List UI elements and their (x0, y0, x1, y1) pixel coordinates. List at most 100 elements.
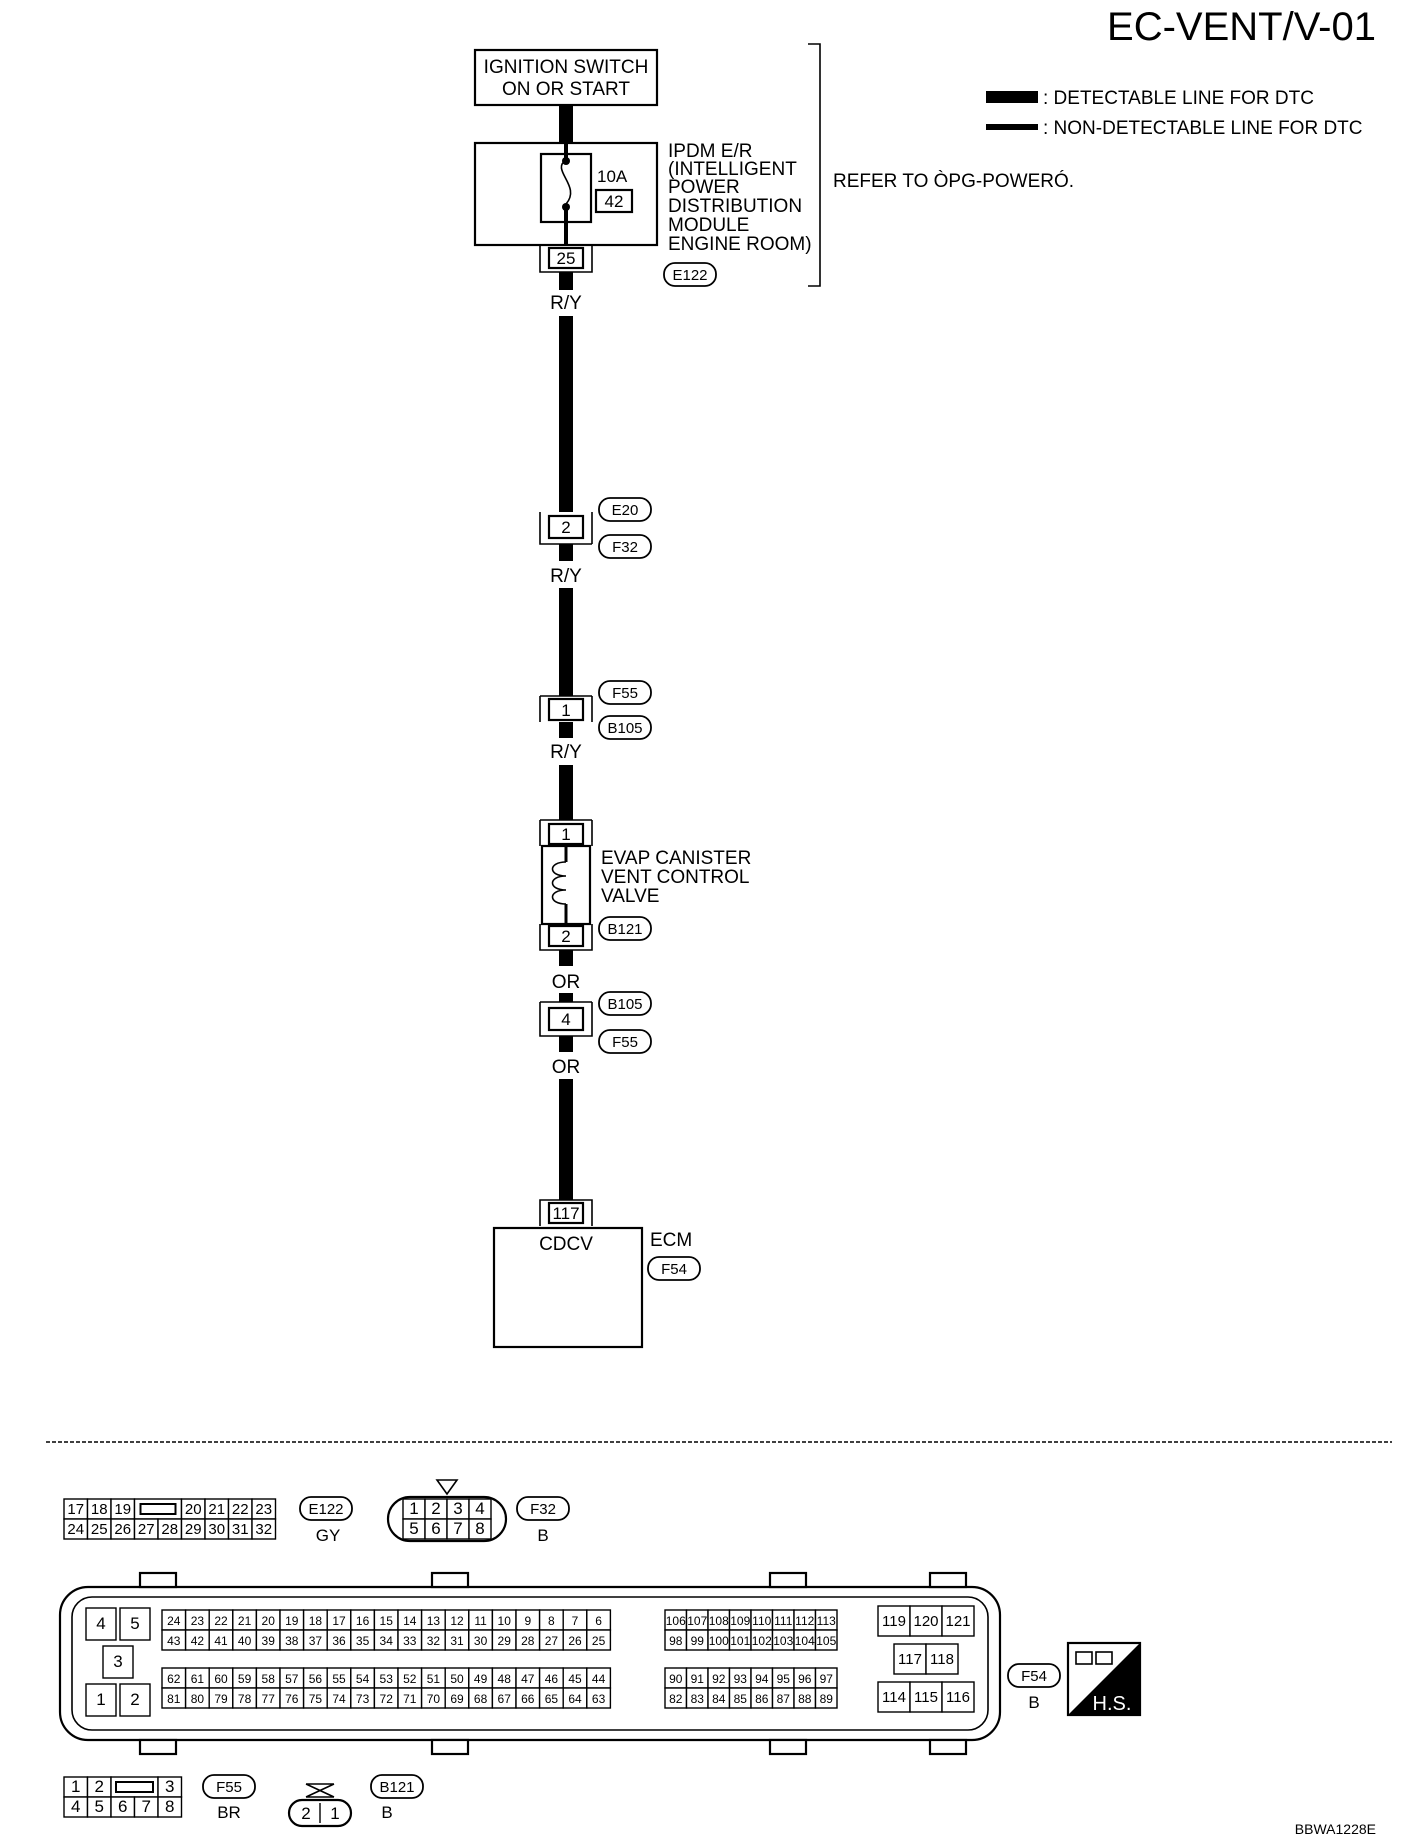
connector-pin: 42 (191, 1634, 205, 1648)
e122-id: E122 (308, 1501, 343, 1518)
junction2-pin-box (547, 697, 585, 722)
connector-pin: 46 (545, 1672, 559, 1686)
junction-f55-b105: 1 F55 B105 (539, 680, 652, 740)
connector-pin: 98 (669, 1634, 683, 1648)
f55-color: BR (217, 1803, 241, 1822)
connector-pin: 24 (167, 1614, 181, 1628)
connector-pin: 11 (474, 1614, 487, 1628)
connector-pin: 1 (96, 1690, 105, 1709)
connector-pin: 66 (521, 1692, 535, 1706)
connector-pin: 7 (453, 1519, 462, 1538)
connector-pin: 69 (450, 1692, 464, 1706)
junction3-bottom-tag (598, 1029, 652, 1054)
b121-id-tag (370, 1774, 424, 1799)
connector-pin: 92 (712, 1672, 726, 1686)
connector-pin: 56 (309, 1672, 323, 1686)
connector-pin: 82 (669, 1692, 683, 1706)
connector-pin: 114 (882, 1689, 906, 1706)
valve-connector: B121 (607, 921, 642, 938)
connector-pin: 117 (898, 1651, 922, 1668)
connector-pin: 28 (161, 1521, 178, 1538)
connector-pin: 23 (191, 1614, 205, 1628)
connector-pin: 22 (214, 1614, 228, 1628)
valve-connector-tag (598, 916, 652, 941)
connector-pin: 18 (309, 1614, 323, 1628)
connector-pin: 37 (309, 1634, 323, 1648)
valve-label-line: EVAP CANISTER (601, 848, 751, 869)
connector-pin: 108 (709, 1614, 729, 1628)
connector-pin: 97 (820, 1672, 834, 1686)
junction2-pin: 1 (561, 701, 570, 720)
connector-pin: 19 (285, 1614, 299, 1628)
connector-cell (586, 1687, 612, 1709)
connector-pin: 1 (409, 1499, 418, 1518)
refer-bracket (808, 43, 821, 287)
connector-pin: 83 (691, 1692, 705, 1706)
connector-pin: 40 (238, 1634, 252, 1648)
legend-detectable-text: : DETECTABLE LINE FOR DTC (1043, 88, 1314, 109)
connector-pin: 64 (568, 1692, 582, 1706)
legend: : DETECTABLE LINE FOR DTC : NON-DETECTAB… (986, 88, 1363, 139)
connector-pin: 15 (380, 1614, 394, 1628)
hs-badge-text: H.S. (1093, 1693, 1132, 1715)
junction3-top-tag (598, 991, 652, 1016)
connector-pin: 85 (734, 1692, 748, 1706)
junction1-top-tag (598, 497, 652, 522)
connector-blank-slot (139, 1503, 177, 1515)
junction2-bottom: B105 (607, 720, 642, 737)
connector-pin: 84 (712, 1692, 726, 1706)
connector-pin: 106 (666, 1614, 686, 1628)
junction-b105-f55: 4 B105 F55 (539, 991, 652, 1054)
connector-pin: 54 (356, 1672, 370, 1686)
connector-cell (586, 1629, 612, 1651)
connector-pin: 23 (255, 1501, 272, 1518)
connector-pin: 119 (882, 1613, 906, 1630)
connector-pin: 80 (191, 1692, 205, 1706)
connector-pin: 30 (208, 1521, 225, 1538)
connector-cell (909, 1681, 943, 1713)
ipdm-label-line: ENGINE ROOM) (668, 234, 812, 255)
connector-pin: 26 (114, 1521, 131, 1538)
connector-pin: 49 (474, 1672, 488, 1686)
wire-color-1: R/Y (550, 293, 582, 314)
connector-pin: 115 (914, 1689, 938, 1706)
connector-pin: 28 (521, 1634, 535, 1648)
ecm-label: ECM (650, 1230, 692, 1251)
b121-latch-icon (305, 1783, 335, 1798)
connector-pin: 95 (777, 1672, 791, 1686)
fuse-number: 42 (605, 192, 624, 211)
connector-pin: 62 (167, 1672, 181, 1686)
connector-cell (119, 1683, 151, 1717)
valve-pin-top-box (547, 822, 585, 846)
junction1-bottom-tag (598, 534, 652, 559)
connector-pin: 10 (498, 1614, 512, 1628)
connector-pin: 99 (691, 1634, 705, 1648)
connector-pin: 110 (752, 1614, 771, 1628)
connector-pin: 88 (798, 1692, 812, 1706)
connector-pin: 47 (521, 1672, 535, 1686)
connector-pin: 6 (595, 1614, 602, 1628)
solenoid-coil-icon (551, 861, 567, 905)
connector-pin: 93 (734, 1672, 748, 1686)
connector-pin: 38 (285, 1634, 299, 1648)
connector-pin: 91 (691, 1672, 705, 1686)
connector-pin: 120 (913, 1613, 938, 1630)
connector-pin: 32 (427, 1634, 441, 1648)
connector-pin: 8 (475, 1519, 484, 1538)
ipdm-terminal: 25 (557, 249, 576, 268)
f55-id: F55 (216, 1779, 242, 1796)
connector-cell (925, 1643, 959, 1675)
wire-color-4: OR (552, 972, 581, 993)
evap-vent-valve: 1 2 EVAP CANISTER VENT CONTROL VALVE B12… (539, 819, 751, 951)
b121-id: B121 (379, 1779, 414, 1796)
connector-pin: 71 (403, 1692, 417, 1706)
connector-pin: 53 (380, 1672, 394, 1686)
connector-pin: 25 (592, 1634, 606, 1648)
connector-pin: 8 (165, 1797, 174, 1816)
ipdm-connector-tag (663, 262, 717, 287)
b121-pin: 1 (330, 1804, 339, 1823)
ipdm-label-line: DISTRIBUTION (668, 196, 802, 217)
connector-pin: 81 (167, 1692, 181, 1706)
connector-pin: 48 (498, 1672, 512, 1686)
